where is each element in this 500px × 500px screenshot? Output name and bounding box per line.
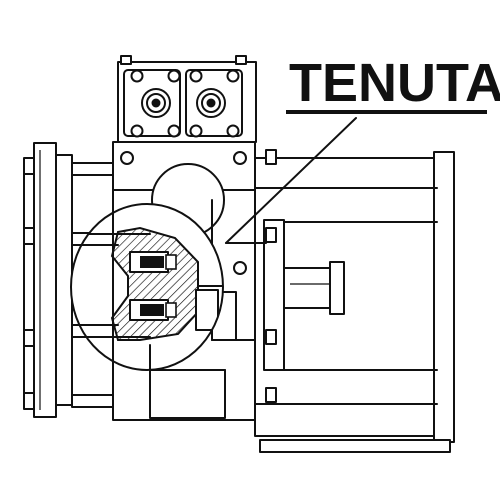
seal-ring-icon: [140, 254, 177, 318]
bolt-hole-icon: [233, 261, 247, 275]
seal-detail-circle: [70, 203, 224, 371]
hex-bolt-icon: [120, 55, 247, 138]
valve-port-icon: [141, 88, 171, 118]
left-flange: [23, 142, 73, 418]
valve-block: [117, 55, 257, 143]
valve-port-icon: [196, 88, 226, 118]
callout-leader-line: [225, 117, 357, 244]
bolt-hole-icon: [233, 151, 247, 165]
callout: TENUTA: [225, 53, 500, 244]
flange-bolt-icon: [23, 157, 35, 410]
callout-label: TENUTA: [289, 53, 500, 113]
motor-housing: [254, 149, 455, 453]
housing-bolt-icon: [265, 149, 277, 403]
bolt-hole-icon: [120, 151, 134, 165]
